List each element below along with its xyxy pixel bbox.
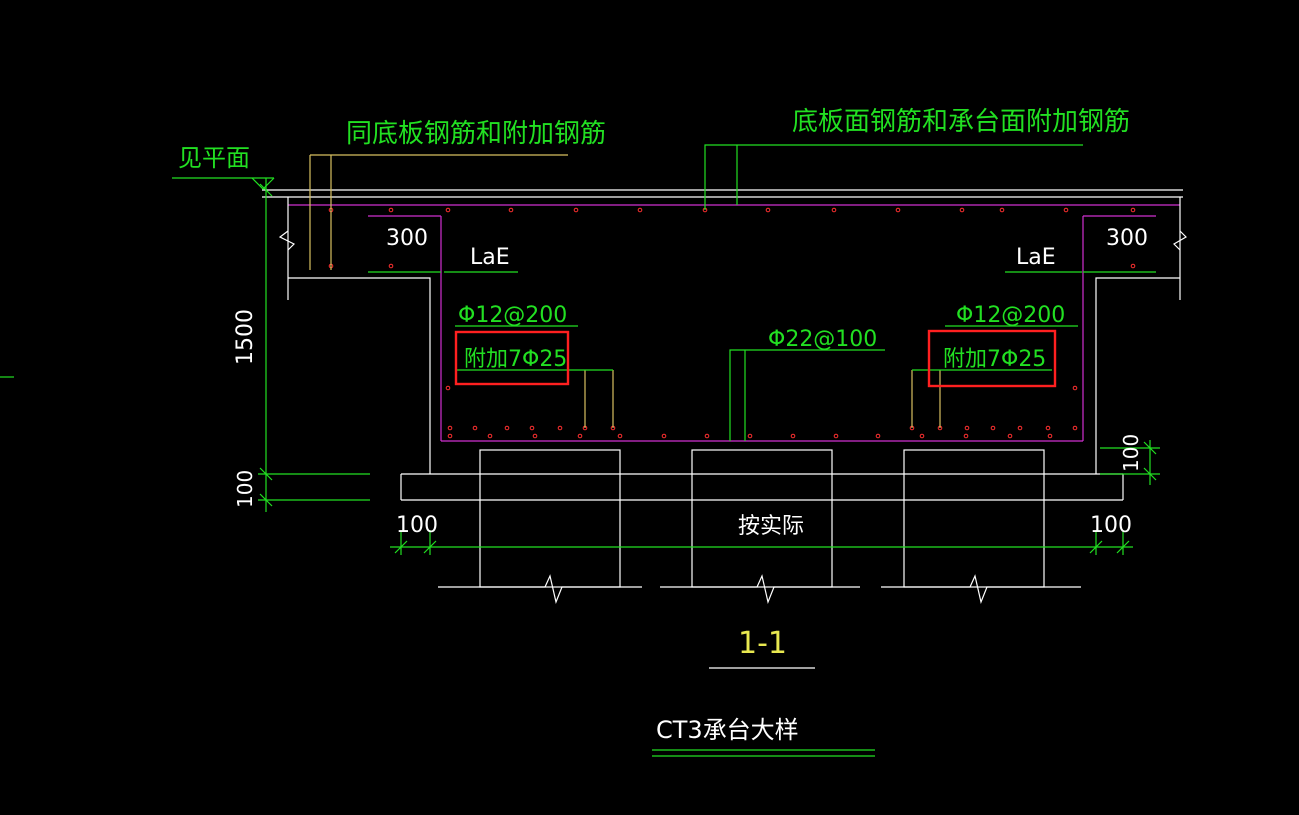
leader-lines-yellow [309,154,941,428]
dim-100-left-vertical: 100 [233,470,257,508]
drawing-title: CT3承台大样 [656,716,799,744]
dim-100-right: 100 [1090,513,1132,538]
dimension-lines [258,178,1160,555]
dim-300-right: 300 [1106,226,1148,251]
dim-1500: 1500 [233,309,258,365]
section-name: 1-1 [738,626,787,661]
extra-rebar-left-label: 附加7Φ25 [464,347,567,372]
dim-100-left: 100 [396,513,438,538]
same-bottom-slab-label: 同底板钢筋和附加钢筋 [346,119,606,149]
dim-300-left: 300 [386,226,428,251]
leader-lines-green [368,144,1156,441]
level-marker [172,177,275,190]
phi12-right-label: Φ12@200 [956,303,1065,328]
as-actual-label: 按实际 [738,514,804,539]
lae-left: LaE [470,245,510,270]
highlight-box-right [927,329,1057,388]
left-lug-rebar [368,215,442,441]
dim-100-right-vertical: 100 [1119,434,1143,472]
phi22-center-label: Φ22@100 [768,327,877,352]
see-plan-label: 见平面 [178,144,250,172]
concrete-outline [278,197,1187,605]
lae-right: LaE [1016,245,1056,270]
extra-rebar-right-label: 附加7Φ25 [943,347,1046,372]
slab-top-lines [262,189,1183,198]
right-lug-rebar [1082,215,1156,441]
bottom-slab-top-label: 底板面钢筋和承台面附加钢筋 [792,107,1130,137]
phi12-left-label: Φ12@200 [458,303,567,328]
title-underline [652,749,875,757]
highlight-box-left [454,330,570,386]
